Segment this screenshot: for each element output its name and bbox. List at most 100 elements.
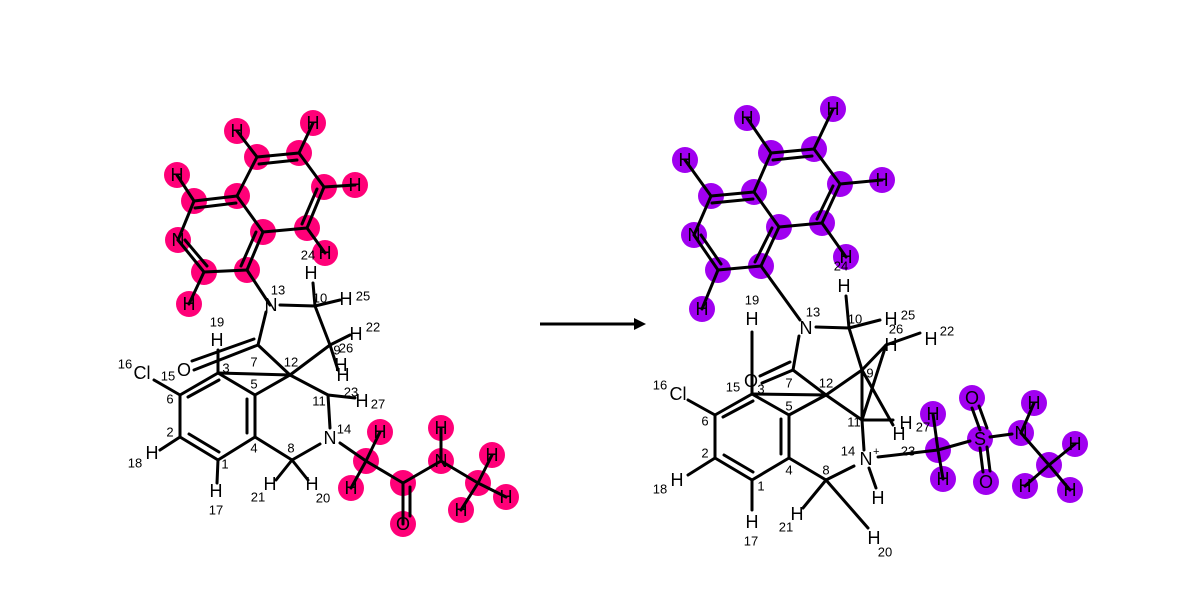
- atom-label-h24: H: [840, 247, 853, 267]
- atom-number: 5: [785, 399, 792, 414]
- bond: [176, 238, 206, 274]
- atom-label-n13: N: [800, 318, 813, 338]
- highlight-atom: [973, 469, 999, 495]
- atom-label-h23: H: [893, 424, 906, 444]
- atom-number: 14: [841, 444, 855, 459]
- bond: [824, 478, 870, 530]
- bond: [338, 441, 368, 463]
- atom-number: 1: [221, 457, 228, 472]
- atom-label-o: O: [979, 472, 993, 492]
- atom-number: 11: [847, 415, 861, 430]
- atom-number: 25: [356, 289, 370, 304]
- bond: [401, 459, 443, 485]
- bond: [710, 197, 755, 205]
- bond: [313, 298, 342, 308]
- bond: [860, 343, 888, 422]
- bond: [750, 392, 791, 417]
- bond: [297, 151, 326, 189]
- atom-number: 1: [757, 479, 764, 494]
- bond: [815, 184, 835, 221]
- atom-label-h: H: [435, 418, 448, 438]
- bond: [253, 435, 294, 462]
- atom-label-h: H: [876, 170, 889, 190]
- bond: [985, 445, 992, 473]
- atom-label-h: H: [900, 413, 913, 433]
- bond: [847, 318, 882, 330]
- bond: [235, 129, 259, 159]
- bond: [847, 326, 864, 372]
- atom-label-h: H: [1028, 393, 1041, 413]
- atom-label-h21: H: [264, 474, 277, 494]
- atom-number: 4: [250, 441, 257, 456]
- bond: [812, 147, 842, 186]
- atom-number: 18: [128, 456, 142, 471]
- atom-label-h20: H: [306, 474, 319, 494]
- atom-label-h23: H: [335, 355, 348, 375]
- bond: [152, 378, 182, 397]
- bond: [288, 343, 332, 377]
- atom-number: 12: [819, 376, 833, 391]
- atom-label-h: H: [500, 487, 513, 507]
- bond: [745, 116, 773, 155]
- bond: [812, 107, 835, 151]
- bond: [686, 456, 717, 477]
- atom-number: 2: [166, 425, 173, 440]
- atom-number: 15: [726, 380, 740, 395]
- atom-number: 18: [653, 482, 667, 497]
- atom-label-h19: H: [746, 309, 759, 329]
- bond: [261, 226, 309, 234]
- bond: [820, 221, 848, 259]
- bond: [202, 268, 249, 274]
- bond: [686, 398, 717, 417]
- atom-label-h: H: [183, 294, 196, 314]
- atom-label-h19: H: [211, 330, 224, 350]
- bond: [187, 270, 206, 306]
- bond: [439, 459, 480, 485]
- bond: [860, 418, 866, 452]
- atom-label-h18: H: [146, 443, 159, 463]
- atom-number: 9: [333, 343, 340, 358]
- bond: [844, 294, 851, 330]
- bond: [752, 190, 781, 229]
- atom-label-n14: N: [860, 449, 873, 469]
- atom-label-h: H: [741, 108, 754, 128]
- bond: [158, 435, 182, 452]
- reaction-arrow: [540, 318, 646, 330]
- atom-label-cl: Cl: [134, 363, 151, 383]
- bond: [326, 393, 332, 430]
- atom-label-o: O: [396, 514, 410, 534]
- bond: [274, 458, 294, 482]
- atom-number: 8: [822, 463, 829, 478]
- bond: [977, 404, 989, 430]
- bond: [187, 432, 221, 454]
- bond: [700, 268, 720, 311]
- atom-number: 5: [250, 377, 257, 392]
- atom-number: 24: [301, 248, 315, 263]
- atom-label-o: O: [177, 360, 191, 380]
- n14-charge: +: [873, 446, 879, 458]
- highlight-atom: [959, 385, 985, 411]
- atom-label-h: H: [319, 243, 332, 263]
- atom-number: 10: [313, 291, 327, 306]
- atom-number: 13: [806, 305, 820, 320]
- bond: [713, 456, 754, 482]
- atom-label-h: H: [885, 335, 898, 355]
- bond: [713, 392, 754, 417]
- bond: [722, 453, 755, 474]
- bond: [1019, 401, 1036, 435]
- bond: [791, 334, 801, 372]
- atom-number: 7: [785, 376, 792, 391]
- bond: [1047, 442, 1077, 467]
- bond: [820, 182, 842, 225]
- bond: [178, 435, 220, 462]
- bond: [178, 371, 220, 397]
- atom-number: 26: [889, 322, 903, 337]
- bond: [988, 432, 1014, 439]
- bond: [190, 337, 256, 363]
- bond: [216, 371, 257, 397]
- atom-number: 27: [916, 420, 930, 435]
- bond: [791, 368, 828, 397]
- atom-label-h: H: [696, 299, 709, 319]
- bond: [750, 392, 828, 397]
- atom-number: 27: [371, 397, 385, 412]
